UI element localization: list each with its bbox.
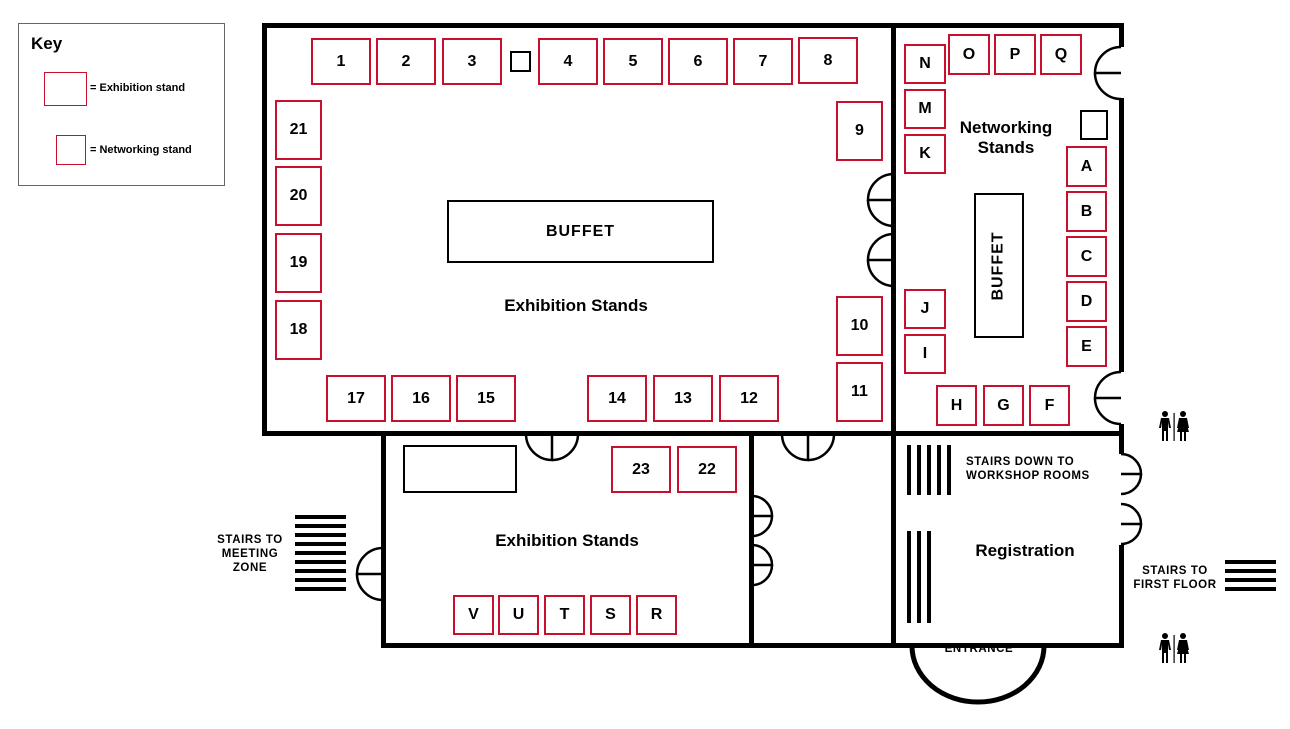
registration-label: Registration — [975, 541, 1075, 560]
stand-23[interactable]: 23 — [611, 446, 671, 493]
networking-buffet-label: BUFFET — [990, 230, 1008, 301]
stand-6[interactable]: 6 — [668, 38, 728, 85]
small-square-networking — [1080, 110, 1108, 140]
stand-K[interactable]: K — [904, 134, 946, 174]
stand-16[interactable]: 16 — [391, 375, 451, 422]
stand-R[interactable]: R — [636, 595, 677, 635]
stairs-icon-meeting — [295, 515, 346, 596]
stand-H[interactable]: H — [936, 385, 977, 426]
stand-V[interactable]: V — [453, 595, 494, 635]
main-hall-label: Exhibition Stands — [504, 296, 648, 315]
networking-label-line1: Networking — [959, 118, 1053, 137]
stand-22[interactable]: 22 — [677, 446, 737, 493]
stand-D[interactable]: D — [1066, 281, 1107, 322]
stand-21[interactable]: 21 — [275, 100, 322, 160]
stand-M[interactable]: M — [904, 89, 946, 129]
stairs-first-label: STAIRS TO FIRST FLOOR — [1128, 564, 1222, 592]
stand-11[interactable]: 11 — [836, 362, 883, 422]
stand-I[interactable]: I — [904, 334, 946, 374]
stand-Q[interactable]: Q — [1040, 34, 1082, 75]
networking-label-line2: Stands — [977, 138, 1035, 157]
stand-12[interactable]: 12 — [719, 375, 779, 422]
stairs-icon-workshop — [907, 445, 957, 495]
stand-13[interactable]: 13 — [653, 375, 713, 422]
stand-4[interactable]: 4 — [538, 38, 598, 85]
legend-title: Key — [31, 34, 63, 53]
stairs-meeting-line2: MEETING — [221, 548, 279, 560]
stairs-icon-first-floor — [1225, 560, 1276, 596]
networking-buffet: BUFFET — [974, 193, 1024, 338]
lower-counter — [403, 445, 517, 493]
stand-E[interactable]: E — [1066, 326, 1107, 367]
stand-F[interactable]: F — [1029, 385, 1070, 426]
stand-J[interactable]: J — [904, 289, 946, 329]
stand-2[interactable]: 2 — [376, 38, 436, 85]
stand-A[interactable]: A — [1066, 146, 1107, 187]
stand-N[interactable]: N — [904, 44, 946, 84]
main-buffet-label: BUFFET — [545, 222, 616, 240]
stand-8[interactable]: 8 — [798, 37, 858, 84]
stand-T[interactable]: T — [544, 595, 585, 635]
main-buffet: BUFFET — [447, 200, 714, 263]
stand-15[interactable]: 15 — [456, 375, 516, 422]
stand-19[interactable]: 19 — [275, 233, 322, 293]
stand-G[interactable]: G — [983, 385, 1024, 426]
stand-3[interactable]: 3 — [442, 38, 502, 85]
stairs-first-line1: STAIRS TO — [1142, 565, 1208, 577]
legend-exhibition-label: = Exhibition stand — [90, 82, 186, 94]
stand-20[interactable]: 20 — [275, 166, 322, 226]
stand-10[interactable]: 10 — [836, 296, 883, 356]
stairs-down-line1: STAIRS DOWN TO — [966, 456, 1075, 468]
stand-7[interactable]: 7 — [733, 38, 793, 85]
legend-networking-label: = Networking stand — [90, 144, 192, 156]
stairs-first-line2: FIRST FLOOR — [1133, 579, 1217, 591]
stand-O[interactable]: O — [948, 34, 990, 75]
stairs-down-label: STAIRS DOWN TO WORKSHOP ROOMS — [966, 455, 1090, 483]
stand-U[interactable]: U — [498, 595, 539, 635]
stairs-meeting-line1: STAIRS TO — [217, 534, 283, 546]
legend: Key = Exhibition stand = Networking stan… — [18, 23, 225, 186]
lower-hall-label: Exhibition Stands — [495, 531, 639, 550]
legend-exhibition-swatch — [44, 72, 87, 106]
entrance-label: ENTRANCE — [944, 643, 1014, 655]
stand-P[interactable]: P — [994, 34, 1036, 75]
networking-label: Networking Stands — [946, 118, 1066, 158]
stand-18[interactable]: 18 — [275, 300, 322, 360]
small-square — [510, 51, 531, 72]
stairs-meeting-label: STAIRS TO MEETING ZONE — [207, 533, 293, 575]
stand-1[interactable]: 1 — [311, 38, 371, 85]
toilet-icon — [1159, 633, 1189, 663]
stand-9[interactable]: 9 — [836, 101, 883, 161]
stand-S[interactable]: S — [590, 595, 631, 635]
stand-14[interactable]: 14 — [587, 375, 647, 422]
legend-networking-swatch — [56, 135, 86, 165]
stand-17[interactable]: 17 — [326, 375, 386, 422]
stand-5[interactable]: 5 — [603, 38, 663, 85]
stairs-icon-registration — [907, 531, 937, 623]
stand-B[interactable]: B — [1066, 191, 1107, 232]
stairs-down-line2: WORKSHOP ROOMS — [966, 470, 1090, 482]
stand-C[interactable]: C — [1066, 236, 1107, 277]
toilet-icon — [1159, 411, 1189, 441]
stairs-meeting-line3: ZONE — [232, 562, 268, 574]
